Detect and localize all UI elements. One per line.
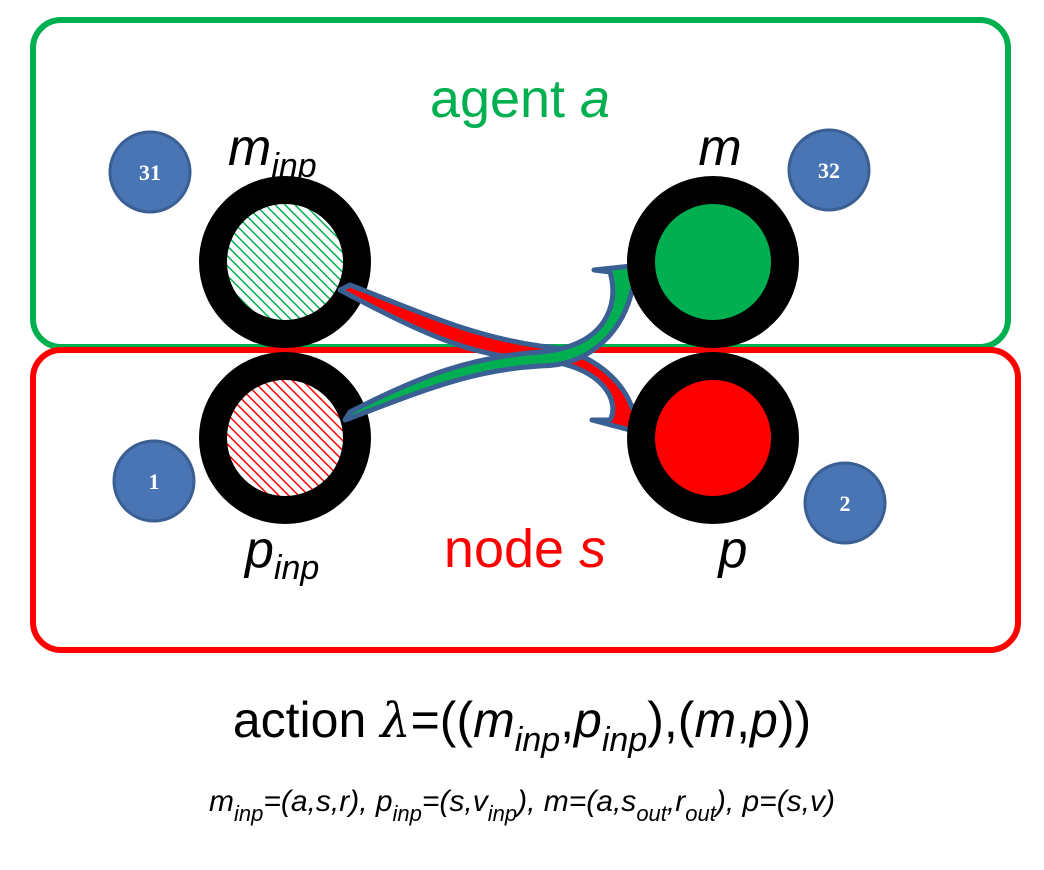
action-formula: action λ=((minp,pinp),(m,p)) [232,692,812,759]
svg-text:2: 2 [840,491,851,516]
agent-label: agent a [430,69,610,129]
state-definitions: minp=(a,s,r), pinp=(s,vinp), m=(a,sout,r… [208,785,836,826]
label-m-inp: minp [228,119,317,185]
badge-1: 1 [112,439,196,523]
svg-text:1: 1 [149,469,160,494]
label-p: p [717,521,748,579]
badge-2: 2 [803,461,887,545]
state-p [627,352,799,524]
badge-31: 31 [108,130,192,214]
node-label: node s [444,519,606,579]
state-m-inp [199,176,371,348]
badge-32: 32 [787,128,871,212]
state-p-inp [199,352,371,524]
svg-text:32: 32 [818,158,840,183]
label-p-inp: pinp [243,521,319,587]
svg-text:31: 31 [139,160,161,185]
label-m: m [698,119,741,177]
state-m [627,176,799,348]
